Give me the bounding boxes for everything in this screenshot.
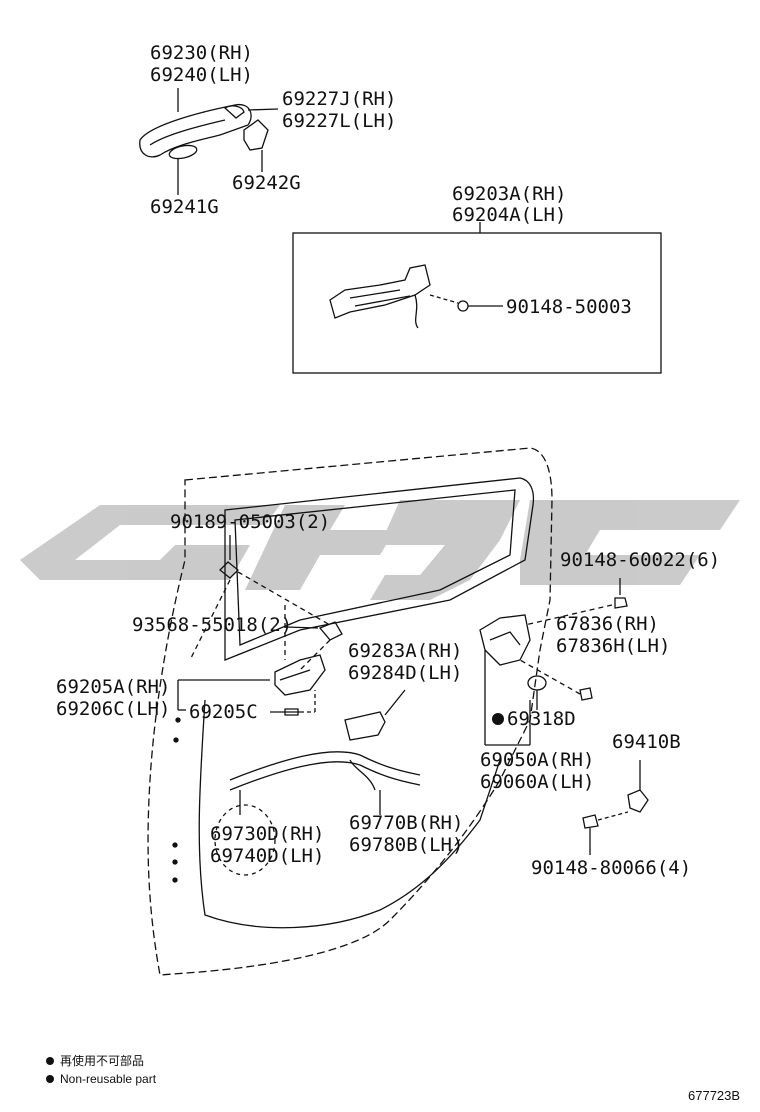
part-label-69730d: 69730D(RH) [210, 823, 325, 845]
part-label-90148-80066: 90148-80066(4) [531, 857, 692, 879]
part-label-69780b: 69780B(LH) [349, 834, 464, 856]
mid-components-drawing [177, 535, 421, 876]
part-label-69283a: 69283A(RH) [348, 640, 463, 662]
part-label-69770b: 69770B(RH) [349, 812, 464, 834]
part-label-67836h: 67836H(LH) [556, 635, 671, 657]
part-label-69227j: 69227J(RH) [282, 88, 397, 110]
part-label-69230: 69230(RH) [150, 42, 253, 64]
part-label-69206c: 69206C(LH) [56, 698, 171, 720]
part-label-93568: 93568-55018(2) [132, 614, 293, 636]
part-label-69284d: 69284D(LH) [348, 662, 463, 684]
part-label-90148-50003: 90148-50003 [506, 296, 632, 318]
lock-components-drawing [479, 578, 649, 855]
part-label-69205c: 69205C [189, 701, 258, 723]
outside-handle-drawing [139, 88, 279, 195]
part-label-69227l: 69227L(LH) [282, 110, 397, 132]
part-label-69204a: 69204A(LH) [452, 204, 567, 226]
door-outline-drawing [147, 447, 553, 976]
part-label-69318d-text: 69318D [507, 708, 576, 730]
part-label-69318d: 69318D [492, 708, 576, 730]
legend-dot-icon [46, 1056, 54, 1065]
part-label-67836: 67836(RH) [556, 613, 659, 635]
legend-dot-icon [46, 1074, 54, 1083]
frame-box-drawing [292, 222, 662, 374]
part-label-69060a: 69060A(LH) [480, 771, 595, 793]
part-label-69740d: 69740D(LH) [210, 845, 325, 867]
legend-en-text: Non-reusable part [60, 1072, 157, 1086]
non-reusable-dot-icon [492, 712, 504, 725]
part-label-69241g: 69241G [150, 196, 219, 218]
watermark-logo [20, 500, 740, 600]
part-label-69205a: 69205A(RH) [56, 676, 171, 698]
legend-jp-text: 再使用不可部品 [60, 1054, 145, 1068]
legend-en: Non-reusable part [46, 1070, 156, 1088]
part-label-69240: 69240(LH) [150, 64, 253, 86]
part-label-69242g: 69242G [232, 172, 301, 194]
legend-jp: 再使用不可部品 [46, 1052, 144, 1070]
part-label-90148-60022: 90148-60022(6) [560, 549, 721, 571]
part-label-69410b: 69410B [612, 731, 681, 753]
diagram-code: 677723B [688, 1088, 741, 1103]
part-label-69203a: 69203A(RH) [452, 183, 567, 205]
part-label-90189: 90189-05003(2) [170, 511, 331, 533]
part-label-69050a: 69050A(RH) [480, 749, 595, 771]
